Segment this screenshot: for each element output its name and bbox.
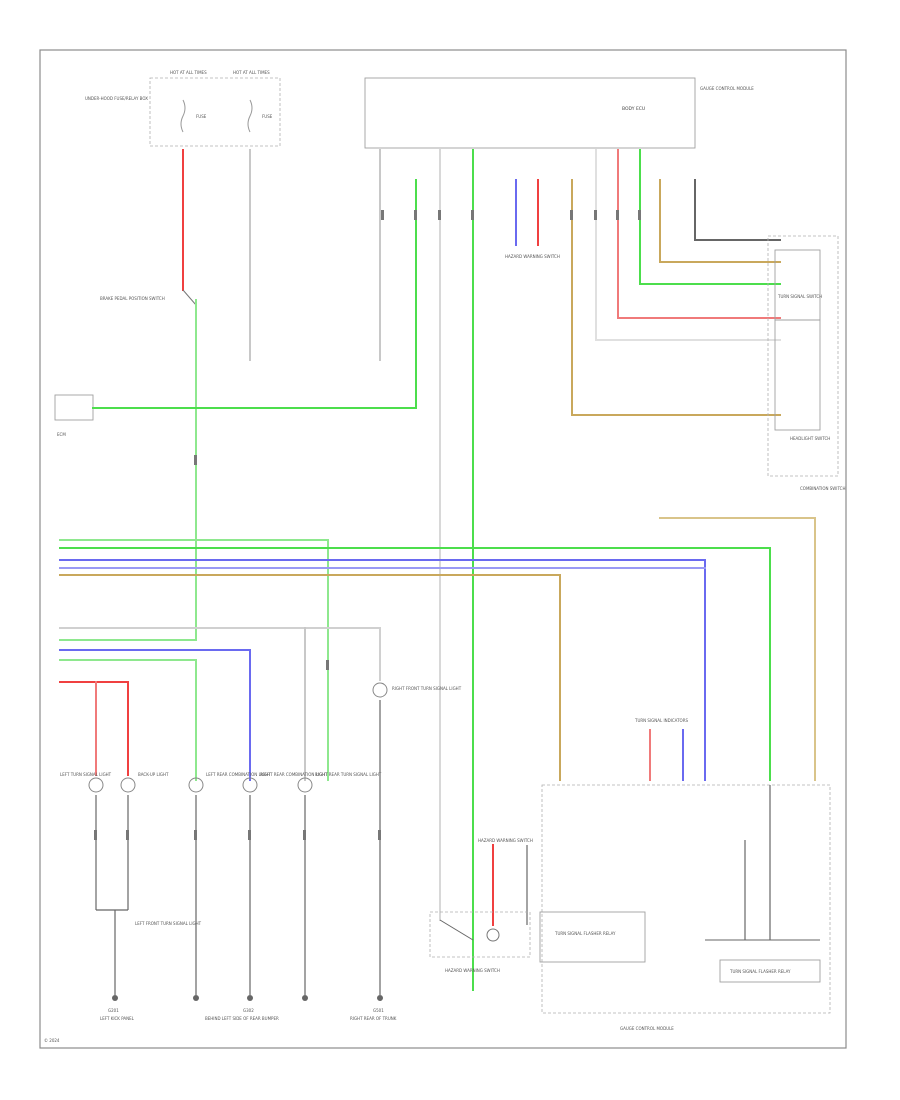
diagram-frame [39, 49, 847, 1049]
headlight-switch-label: HEADLIGHT SWITCH [790, 436, 830, 441]
gauge-module-label: GAUGE CONTROL MODULE [620, 1026, 674, 1031]
ground-right: G501 [373, 1008, 384, 1013]
body-ecu: GAUGE CONTROL MODULE BODY ECU [364, 77, 754, 149]
turn-switch-label: TURN SIGNAL SWITCH [777, 294, 822, 299]
ground-left: G201 [108, 1008, 119, 1013]
lamp-6-label: RIGHT FRONT TURN SIGNAL LIGHT [392, 686, 462, 691]
ground-mid-label: BEHIND LEFT SIDE OF REAR BUMPER [205, 1016, 279, 1021]
body-ecu-sub: BODY ECU [622, 106, 645, 112]
ecm-box: ECM [54, 394, 94, 437]
hazard-lower-title: HAZARD WARNING SWITCH [445, 968, 500, 973]
ground-right-label: RIGHT REAR OF TRUNK [350, 1016, 397, 1021]
combination-switch: TURN SIGNAL SWITCH HEADLIGHT SWITCH COMB… [767, 235, 845, 491]
lamp-2-label: BACK-UP LIGHT [138, 772, 169, 777]
lamp-5-label: RIGHT REAR TURN SIGNAL LIGHT [315, 772, 382, 777]
hazard-switch-label: HAZARD WARNING SWITCH [505, 254, 560, 259]
ground-mid: G302 [243, 1008, 254, 1013]
lower-hazard-switch: HAZARD WARNING SWITCH HAZARD WARNING SWI… [429, 838, 533, 973]
fuse-2-title: HOT AT ALL TIMES [233, 70, 270, 75]
lamps-row: LEFT TURN SIGNAL LIGHT BACK-UP LIGHT LEF… [60, 682, 462, 793]
gauge-control-module: TURN SIGNAL INDICATORS TURN SIGNAL FLASH… [539, 718, 831, 1031]
fuse-1-label: FUSE [196, 114, 207, 119]
comb-switch-label: COMBINATION SWITCH [800, 486, 845, 491]
indicator-title: TURN SIGNAL INDICATORS [634, 718, 688, 723]
connector-markers [94, 210, 641, 840]
fuse-box: HOT AT ALL TIMES HOT AT ALL TIMES UNDER-… [85, 70, 281, 147]
gauge-sub-label: TURN SIGNAL FLASHER RELAY [729, 969, 791, 974]
ecm-label: ECM [57, 432, 66, 437]
ground-left-label: LEFT KICK PANEL [100, 1016, 135, 1021]
brake-switch-label: BRAKE PEDAL POSITION SWITCH [100, 296, 165, 301]
body-ecu-label: GAUGE CONTROL MODULE [700, 86, 754, 91]
fuse-1-title: HOT AT ALL TIMES [170, 70, 207, 75]
lamp-3-label: LEFT REAR COMBINATION LIGHT [206, 772, 271, 777]
hazard-lower-label: HAZARD WARNING SWITCH [478, 838, 533, 843]
lamp-4-label: RIGHT REAR COMBINATION LIGHT [260, 772, 328, 777]
fuse-2-label: FUSE [262, 114, 273, 119]
lamp-1-label: LEFT TURN SIGNAL LIGHT [60, 772, 112, 777]
footer-label: © 2024 [44, 1038, 60, 1043]
flasher-label: TURN SIGNAL FLASHER RELAY [554, 931, 616, 936]
front-lamp-left-label: LEFT FRONT TURN SIGNAL LIGHT [135, 921, 202, 926]
ground-symbols: G201 LEFT KICK PANEL G302 BEHIND LEFT SI… [100, 995, 397, 1021]
fuse-block-label: UNDER-HOOD FUSE/RELAY BOX [85, 96, 148, 101]
